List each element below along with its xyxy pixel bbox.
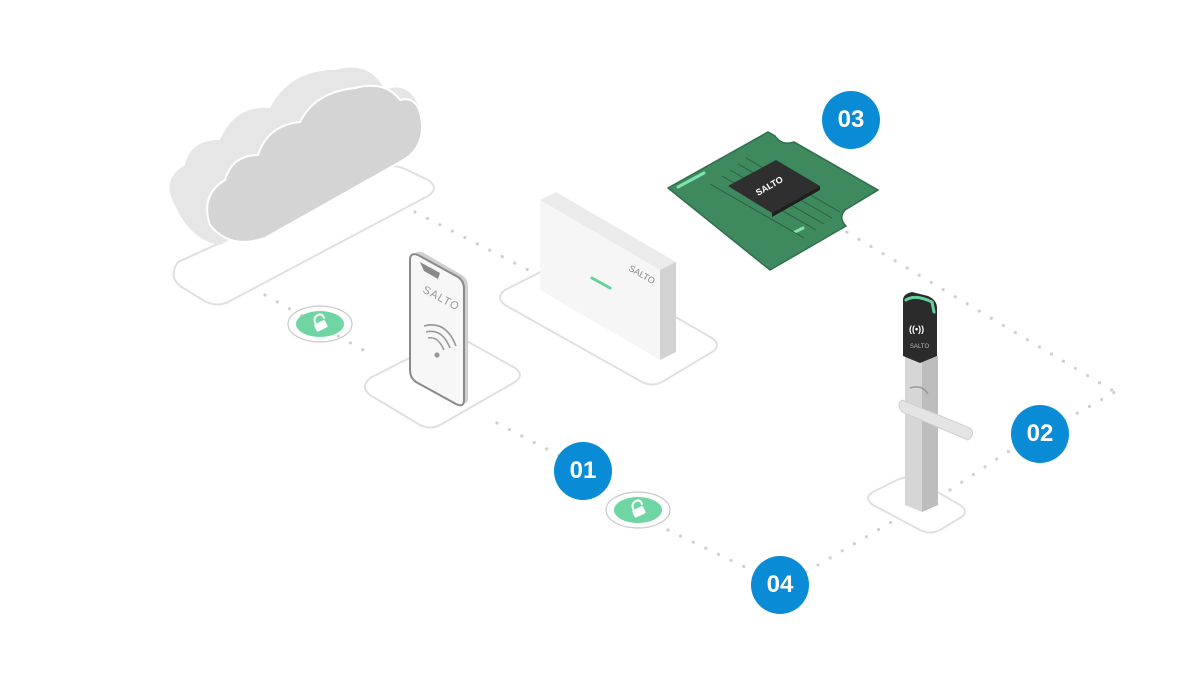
cloud-icon	[169, 67, 424, 245]
chip-icon	[728, 160, 820, 213]
door-lock-node: ((•)) SALTO	[867, 292, 974, 534]
gateway-device-icon: SALTO	[540, 192, 676, 360]
wifi-icon	[423, 324, 457, 351]
step-badge-04: 04	[751, 556, 809, 614]
chip-node: SALTO	[666, 131, 880, 271]
step-number: 01	[569, 457, 597, 484]
step-badge-01: 01	[554, 442, 612, 500]
smartphone-icon: SALTO	[409, 251, 468, 407]
nfc-icon: ((•))	[909, 324, 924, 334]
sync-lock-icon	[287, 305, 353, 343]
step-badge-03: 03	[822, 91, 880, 149]
step-badge-02: 02	[1011, 405, 1069, 463]
lock-reader-icon	[903, 292, 937, 363]
step-number: 04	[766, 571, 794, 598]
status-led	[590, 276, 612, 290]
smartphone-node: SALTO	[364, 251, 521, 429]
connection-lines	[263, 210, 1117, 574]
lock-brand-label: SALTO	[910, 344, 929, 350]
cloud-node	[169, 67, 435, 306]
door-handle-icon: ((•)) SALTO	[898, 292, 974, 512]
cloud-platform	[172, 165, 435, 306]
step-number: 02	[1026, 420, 1054, 447]
step-number: 03	[837, 106, 865, 133]
sync-lock-icon	[605, 491, 671, 529]
gateway-node: SALTO	[499, 192, 718, 386]
